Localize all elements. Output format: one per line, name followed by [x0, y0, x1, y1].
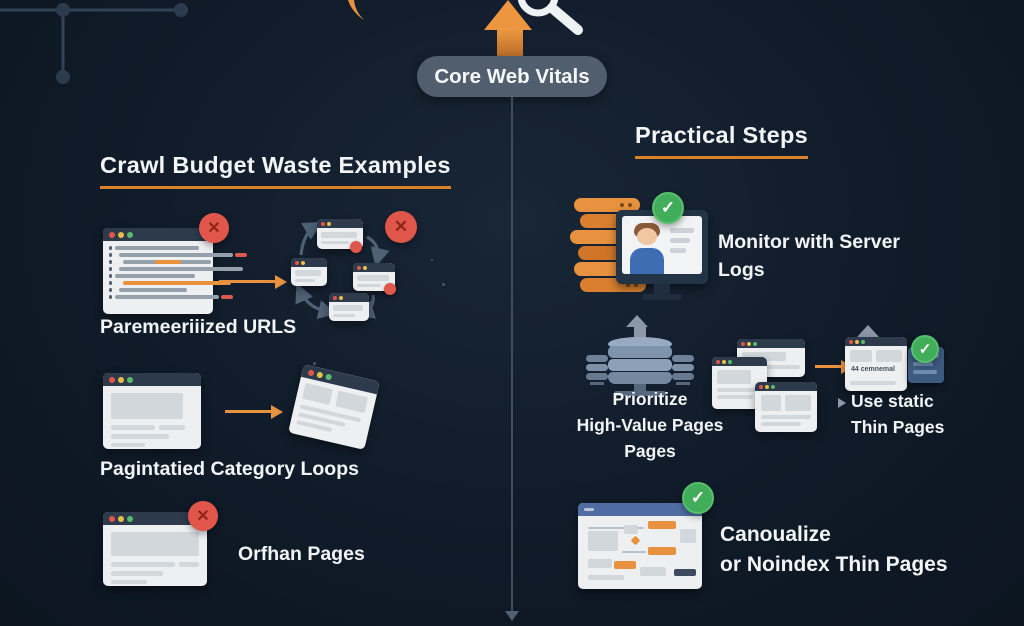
parameterized-urls-illustration: ✕	[95, 205, 440, 350]
cross-icon: ✕	[393, 217, 409, 236]
error-cross-badge: ✕	[385, 211, 417, 243]
center-divider-line	[511, 97, 513, 612]
monitor-screen	[622, 216, 702, 274]
parameterized-urls-label: Paremeeriiized URLS	[100, 316, 297, 338]
static-window-caption: 44 cemnemal	[851, 366, 895, 373]
window-titlebar	[103, 512, 207, 525]
sitemap-window	[578, 503, 702, 589]
star-dot	[313, 362, 316, 365]
success-check-badge: ✓	[682, 482, 714, 514]
right-arrow-icon	[815, 359, 853, 374]
orphan-pages-label: Orfhan Pages	[238, 543, 365, 565]
right-arrow-icon	[219, 274, 287, 289]
avatar-face	[637, 228, 657, 245]
success-check-badge: ✓	[652, 192, 684, 224]
paginated-loops-illustration	[95, 360, 405, 455]
core-web-vitals-label: Core Web Vitals	[434, 64, 590, 88]
canonicalize-label-line: Canoualize	[720, 523, 831, 546]
loop-page-window	[353, 263, 395, 291]
static-page-window: 44 cemnemal	[845, 337, 907, 391]
avatar-shirt	[630, 248, 664, 274]
success-check-badge: ✓	[911, 335, 939, 363]
prioritize-label-line: High-Value Pages	[576, 415, 724, 435]
canonicalize-illustration: ✓ Canoualize or Noindex Thin Pages	[570, 482, 1020, 610]
up-arrow-icon	[484, 0, 532, 30]
orange-spark-decoration	[348, 0, 364, 20]
prioritize-label-line: Pages	[624, 441, 676, 461]
star-dot	[442, 283, 445, 286]
monitor-server-logs-label: Monitor with Server Logs	[718, 231, 901, 281]
right-arrow-icon	[225, 404, 283, 419]
cross-icon: ✕	[196, 508, 210, 525]
window-titlebar	[103, 228, 213, 241]
paginated-loops-label: Pagintatied Category Loops	[100, 458, 359, 480]
use-static-label-line: Use static	[851, 391, 934, 411]
left-section-heading: Crawl Budget Waste Examples	[100, 152, 451, 189]
window-titlebar	[103, 373, 201, 386]
tilted-page-window	[288, 364, 380, 450]
error-dot-badge	[350, 241, 362, 253]
loop-page-window	[291, 258, 327, 286]
server-logs-illustration: ✓	[570, 190, 920, 315]
up-arrow-stem	[497, 28, 523, 58]
up-arrow-icon	[857, 325, 879, 337]
thin-pages-cluster-illustration: 44 cemnemal ✓ Use static Thin Pages	[705, 325, 960, 460]
error-dot-badge	[384, 283, 396, 295]
orphan-pages-illustration: ✕	[95, 498, 425, 603]
prioritize-label-line: Prioritize	[612, 389, 688, 409]
magnifier-icon	[518, 0, 583, 35]
window-titlebar	[578, 503, 702, 516]
star-dot	[431, 259, 433, 261]
check-icon: ✓	[660, 198, 676, 217]
use-static-label-line: Thin Pages	[851, 417, 945, 437]
right-section-heading: Practical Steps	[635, 122, 809, 159]
database-stack-illustration: Prioritize High-Value Pages Pages	[570, 315, 730, 465]
loop-page-window	[329, 293, 369, 321]
cross-icon: ✕	[207, 220, 221, 237]
check-icon: ✓	[918, 341, 932, 358]
up-arrow-icon	[626, 315, 648, 327]
network-nodes-decoration	[0, 3, 188, 84]
canonicalize-label-line: or Noindex Thin Pages	[720, 553, 948, 576]
monitor-stand	[654, 284, 670, 294]
code-browser-window	[103, 228, 213, 314]
check-icon: ✓	[690, 488, 706, 507]
error-cross-badge: ✕	[199, 213, 229, 243]
crawl-loop-arrows	[295, 221, 390, 319]
thin-page-window	[755, 382, 817, 432]
category-page-window	[103, 373, 201, 449]
monitor-base	[642, 294, 682, 300]
error-cross-badge: ✕	[188, 501, 218, 531]
core-web-vitals-badge: Core Web Vitals	[417, 56, 607, 97]
divider-arrowhead-icon	[505, 611, 519, 621]
small-arrow-icon	[838, 398, 846, 408]
